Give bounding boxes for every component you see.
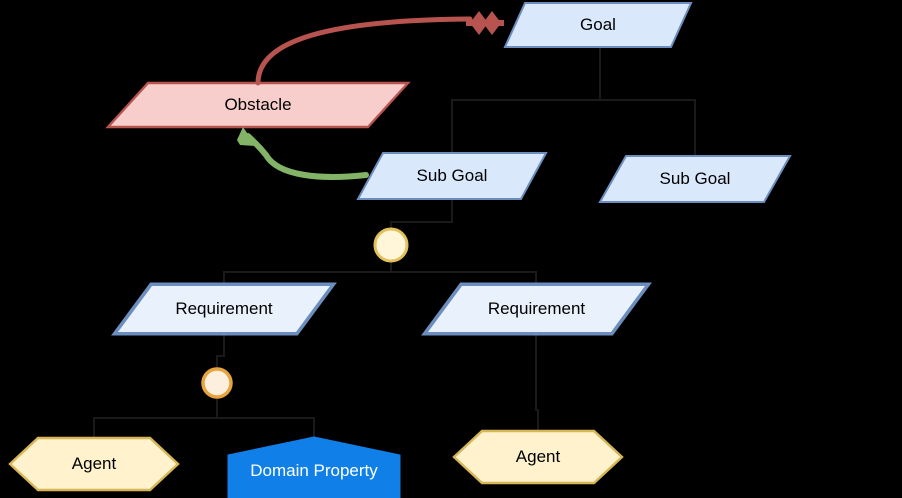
edge-junction-req1	[223, 262, 392, 285]
obstruction-cross-marker	[466, 11, 504, 35]
edge-junction-req2	[390, 262, 537, 285]
edge-sub1-junction	[390, 200, 453, 228]
edge-junction2-agent1	[93, 398, 218, 437]
node-agent1-shape[interactable]	[8, 436, 180, 492]
resolution-arrowhead	[237, 127, 256, 146]
edge-junction2-domprop	[216, 398, 315, 437]
node-obstacle-shape[interactable]	[105, 81, 411, 129]
node-req1-inner	[118, 286, 330, 332]
edge-goal-refine	[451, 48, 601, 152]
node-subgoal2-shape[interactable]	[598, 155, 792, 203]
node-junction2-shape[interactable]	[201, 367, 233, 399]
node-req2-inner	[428, 286, 645, 332]
faint-link-group	[93, 48, 696, 437]
edge-req1-junction2	[216, 333, 225, 368]
edge-resolution-line[interactable]	[245, 133, 369, 180]
node-subgoal1-shape[interactable]	[356, 152, 548, 200]
node-goal-shape[interactable]	[503, 1, 693, 48]
node-agent2-shape[interactable]	[452, 429, 624, 485]
edge-obstruction-line[interactable]	[255, 16, 473, 86]
node-junction1-shape[interactable]	[373, 227, 409, 263]
edge-req2-agent2	[535, 333, 539, 430]
edge-goal-refine2	[599, 48, 696, 155]
node-domprop-shape[interactable]	[227, 436, 401, 498]
